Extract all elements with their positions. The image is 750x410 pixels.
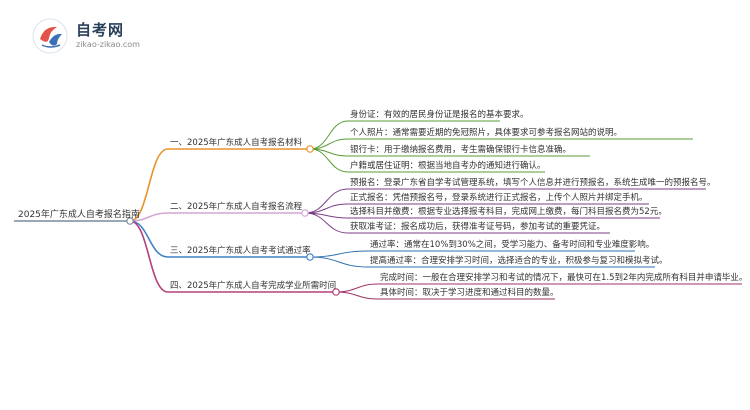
connector-curve: [129, 148, 169, 222]
branch-4-label: 四、2025年广东成人自考完成学业所需时间: [170, 281, 337, 291]
branch-2-label: 二、2025年广东成人自考报名流程: [170, 202, 303, 212]
connector-curve: [335, 283, 379, 293]
connector-curve: [335, 291, 379, 300]
branch-2-item-3: 选择科目并缴费：根据专业选择报考科目，完成网上缴费，每门科目报名费为52元。: [350, 207, 667, 217]
connector-curve: [309, 148, 349, 173]
mindmap-root-label: 2025年广东成人自考报名指南: [18, 210, 140, 220]
branch-3-label: 三、2025年广东成人自考考试通过率: [170, 246, 311, 256]
branch-node: [332, 288, 340, 296]
branch-4-item-1: 完成时间：一般在合理安排学习和考试的情况下，最快可在1.5到2年内完成所有科目并…: [380, 273, 748, 283]
branch-3-item-1: 通过率：通常在10%到30%之间，受学习能力、备考时间和专业难度影响。: [370, 240, 655, 250]
branch-1-label: 一、2025年广东成人自考报名材料: [170, 138, 303, 148]
connector-curve: [309, 250, 369, 258]
branch-node: [306, 145, 314, 153]
connector-curve: [304, 212, 349, 234]
site-logo[interactable]: 自考网 zikao-zikao.com: [30, 16, 180, 56]
branch-4-item-2: 具体时间：取决于学习进度和通过科目的数量。: [380, 288, 559, 298]
logo-mark-icon: [32, 18, 68, 54]
connector-curve: [129, 220, 169, 258]
branch-1-item-2: 个人照片：通常需要近期的免冠照片，具体要求可参考报名网站的说明。: [350, 128, 623, 138]
branch-1-item-4: 户籍或居住证明：根据当地自考办的通知进行确认。: [350, 161, 546, 171]
connector-curve: [129, 220, 169, 293]
connector-curve: [304, 188, 349, 214]
connector-curve: [129, 212, 169, 222]
logo-subtitle: zikao-zikao.com: [76, 40, 140, 49]
root-node: [126, 217, 134, 225]
branch-node: [301, 209, 309, 217]
connector-curve: [309, 256, 369, 268]
branch-2-item-1: 预报名：登录广东省自学考试管理系统，填写个人信息并进行预报名，系统生成唯一的预报…: [350, 178, 716, 188]
connector-curve: [309, 120, 349, 150]
branch-1-item-1: 身份证：有效的居民身份证是报名的基本要求。: [350, 110, 529, 120]
branch-2-item-2: 正式报名：凭借预报名号，登录系统进行正式报名，上传个人照片并绑定手机。: [350, 193, 648, 203]
branch-3-item-2: 提高通过率：合理安排学习时间，选择适合的专业，积极参与复习和模拟考试。: [370, 256, 668, 266]
branch-1-item-3: 银行卡：用于缴纳报名费用，考生需确保银行卡信息准确。: [350, 145, 572, 155]
branch-node: [306, 253, 314, 261]
branch-2-item-4: 获取准考证：报名成功后，获得准考证号码，参加考试的重要凭证。: [350, 222, 606, 232]
logo-title: 自考网: [76, 21, 125, 39]
